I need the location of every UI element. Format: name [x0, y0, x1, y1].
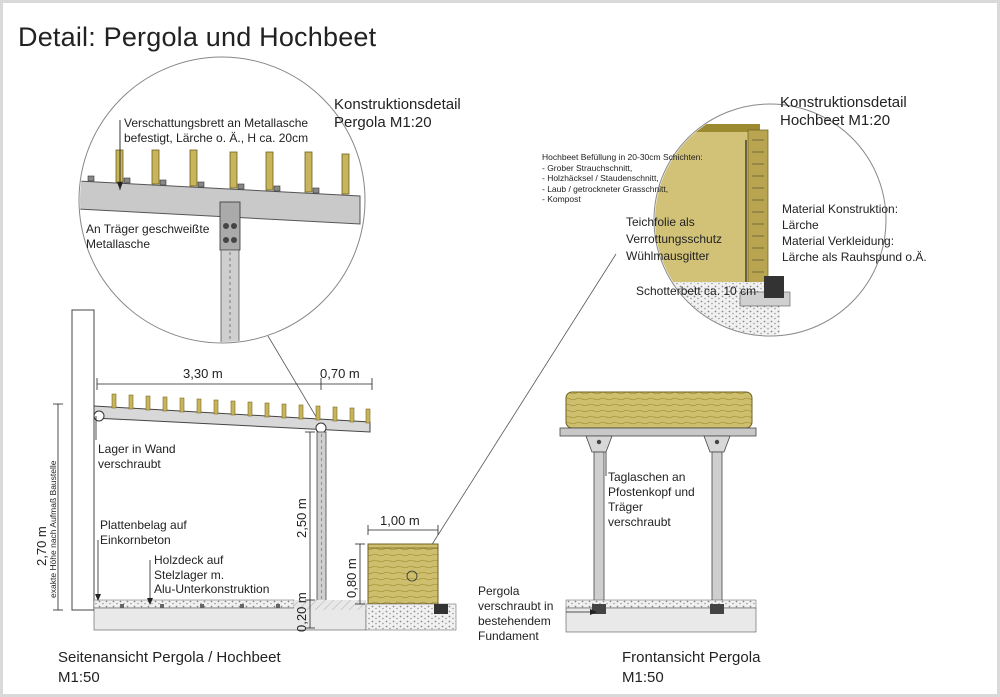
page-title: Detail: Pergola und Hochbeet — [18, 22, 377, 52]
side-view-caption: Seitenansicht Pergola / Hochbeet M1:50 — [58, 648, 281, 688]
fill-note-line-5: - Kompost — [542, 194, 581, 204]
note-paving: Plattenbelag auf Einkornbeton — [100, 518, 187, 547]
material-cladding-value: Lärche als Rauhspund o.Ä. — [782, 250, 927, 264]
material-construction-value: Lärche — [782, 218, 819, 232]
note-day-tabs: Taglaschen an Pfostenkopf und Träger ver… — [608, 470, 695, 530]
hochbeet-detail-heading-line-2: Hochbeet M1:20 — [780, 112, 891, 129]
note-day-tabs-line-4: verschraubt — [608, 515, 671, 529]
front-view-caption-scale: M1:50 — [622, 669, 664, 686]
dim-base-height: 0,20 m — [294, 592, 309, 632]
fill-note-line-1: Hochbeet Befüllung in 20-30cm Schichten: — [542, 152, 703, 162]
side-view-caption-title: Seitenansicht Pergola / Hochbeet — [58, 649, 281, 666]
front-view-caption: Frontansicht Pergola M1:50 — [622, 648, 760, 688]
layer-vole-mesh: Wühlmausgitter — [626, 249, 710, 263]
material-construction-label: Material Konstruktion: — [782, 202, 899, 216]
material-cladding-label: Material Verkleidung: — [782, 234, 895, 248]
dim-total-height: 2,70 m — [34, 526, 49, 566]
fill-note-line-3: - Holzhäcksel / Staudenschnitt, — [542, 173, 659, 183]
note-wood-deck-line-1: Holzdeck auf — [154, 553, 224, 567]
note-wood-deck: Holzdeck auf Stelzlager m. Alu-Unterkons… — [154, 553, 269, 597]
note-foundation: Pergola verschraubt in bestehendem Funda… — [478, 584, 553, 644]
side-view-caption-scale: M1:50 — [58, 669, 100, 686]
note-shade-board: Verschattungsbrett an Metallasche befest… — [124, 116, 308, 145]
dim-post-height: 2,50 m — [294, 498, 309, 538]
bed-layers-note: Teichfolie als Verrottungsschutz Wühlmau… — [626, 214, 722, 265]
note-paving-line-1: Plattenbelag auf — [100, 518, 187, 532]
gravel-bed-note: Schotterbett ca. 10 cm — [636, 284, 757, 298]
pergola-detail-heading: Konstruktionsdetail Pergola M1:20 — [334, 96, 461, 132]
note-day-tabs-line-2: Pfostenkopf und — [608, 485, 695, 499]
pergola-detail-heading-line-2: Pergola M1:20 — [334, 114, 432, 131]
leader-pergola — [267, 335, 319, 421]
front-view-caption-title: Frontansicht Pergola — [622, 649, 761, 666]
note-foundation-line-4: Fundament — [478, 629, 539, 643]
note-welded-tab-line-1: An Träger geschweißte — [86, 222, 210, 236]
note-foundation-line-1: Pergola — [478, 584, 520, 598]
note-wall-bearing: Lager in Wand verschraubt — [98, 442, 176, 471]
hochbeet-detail-heading: Konstruktionsdetail Hochbeet M1:20 — [780, 94, 907, 130]
side-view-drawing — [53, 309, 457, 631]
note-foundation-line-3: bestehendem — [478, 614, 551, 628]
note-wall-bearing-line-2: verschraubt — [98, 456, 161, 471]
material-note: Material Konstruktion: Lärche Material V… — [782, 201, 927, 265]
note-shade-board-line-2: befestigt, Lärche o. Ä., H ca. 20cm — [124, 130, 309, 145]
hochbeet-detail-heading-line-1: Konstruktionsdetail — [780, 94, 907, 111]
dim-bed-width: 1,00 m — [380, 513, 420, 528]
leader-hochbeet — [411, 253, 617, 577]
note-foundation-line-2: verschraubt in — [478, 599, 554, 613]
note-day-tabs-line-3: Träger — [608, 500, 643, 514]
note-wood-deck-line-3: Alu-Unterkonstruktion — [154, 582, 270, 596]
note-welded-tab-line-2: Metallasche — [86, 236, 151, 251]
note-wood-deck-line-2: Stelzlager m. — [154, 567, 225, 582]
dim-height-note: exakte Höhe nach Aufmaß Baustelle — [48, 460, 58, 599]
dim-bed-height: 0,80 m — [344, 558, 359, 598]
pergola-detail-heading-line-1: Konstruktionsdetail — [334, 96, 461, 113]
note-welded-tab: An Träger geschweißte Metallasche — [86, 222, 209, 251]
dim-span: 3,30 m — [183, 366, 223, 381]
layer-pond-liner: Teichfolie als — [626, 215, 695, 229]
note-shade-board-line-1: Verschattungsbrett an Metallasche — [124, 116, 309, 130]
fill-layers-note: Hochbeet Befüllung in 20-30cm Schichten:… — [542, 152, 703, 205]
pergola-detail-circle — [78, 56, 366, 344]
fill-note-line-2: - Grober Strauchschnitt, — [542, 162, 633, 173]
note-wall-bearing-line-1: Lager in Wand — [98, 442, 176, 456]
layer-rot-protection: Verrottungsschutz — [626, 232, 723, 246]
note-paving-line-2: Einkornbeton — [100, 532, 171, 547]
fill-note-line-4: - Laub / getrockneter Grasschnitt, — [542, 183, 669, 194]
note-day-tabs-line-1: Taglaschen an — [608, 470, 686, 484]
dim-overhang: 0,70 m — [320, 366, 360, 381]
front-view-drawing — [559, 391, 757, 633]
